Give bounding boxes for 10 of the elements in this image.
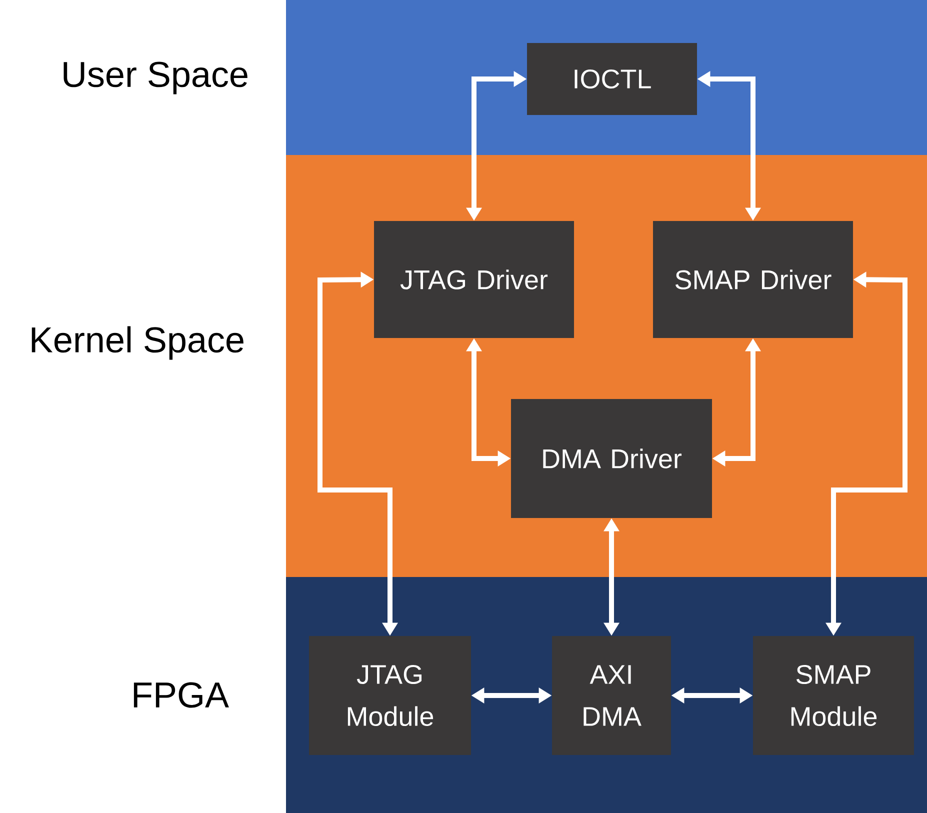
node-label: User Space — [64, 62, 248, 94]
node-label: FPGA — [134, 682, 229, 708]
module-box: IOCTL — [527, 43, 697, 115]
module-box: SMAP Module — [753, 636, 914, 755]
module-box: JTAG Driver — [374, 221, 574, 338]
node-label: Kernel Space — [32, 326, 244, 360]
module-box: SMAP Driver — [653, 221, 853, 338]
module-box: DMA Driver — [511, 399, 712, 518]
module-box: JTAG Module — [309, 636, 471, 755]
module-box: AXI DMA — [552, 636, 671, 755]
